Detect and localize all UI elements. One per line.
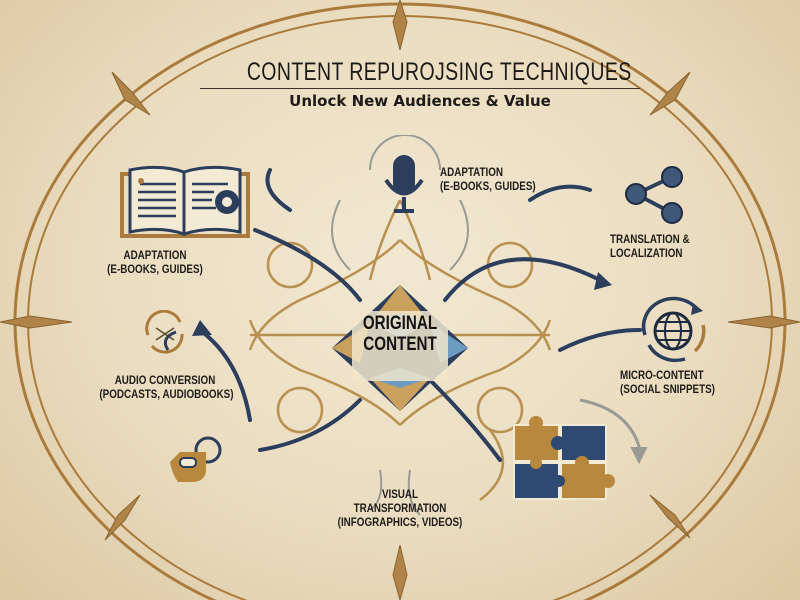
center-label-line1: ORIGINAL — [362, 313, 438, 334]
page-subtitle: Unlock New Audiences & Value — [289, 92, 551, 110]
page-title: CONTENT REPUROJSING TECHNIQUES — [246, 58, 632, 86]
book-gear-icon — [120, 165, 250, 238]
center-label-line2: CONTENT — [363, 334, 437, 355]
node-label-adaptation-book: ADAPTATION (E-BOOKS, GUIDES) — [107, 248, 203, 276]
compass-cycle-icon — [145, 310, 184, 354]
lamp-icon — [170, 436, 222, 482]
node-label-translation: TRANSLATION & LOCALIZATION — [610, 232, 690, 260]
node-label-visual-transformation: VISUAL TRANSFORMATION (INFOGRAPHICS, VID… — [337, 487, 463, 529]
puzzle-pieces-icon — [513, 416, 615, 500]
diamond-gem-icon — [332, 285, 468, 411]
microphone-icon — [369, 135, 441, 213]
title-divider — [200, 88, 640, 89]
node-label-audio-conversion: AUDIO CONVERSION (PODCASTS, AUDIOBOOKS) — [99, 373, 234, 401]
node-label-micro-content: MICRO-CONTENT (SOCIAL SNIPPETS) — [620, 368, 715, 396]
globe-cycle-icon — [641, 296, 706, 363]
share-nodes-icon — [625, 166, 683, 224]
node-label-adaptation-mic: ADAPTATION (E-BOOKS, GUIDES) — [440, 165, 536, 193]
center-label: ORIGINAL CONTENT — [352, 313, 448, 355]
